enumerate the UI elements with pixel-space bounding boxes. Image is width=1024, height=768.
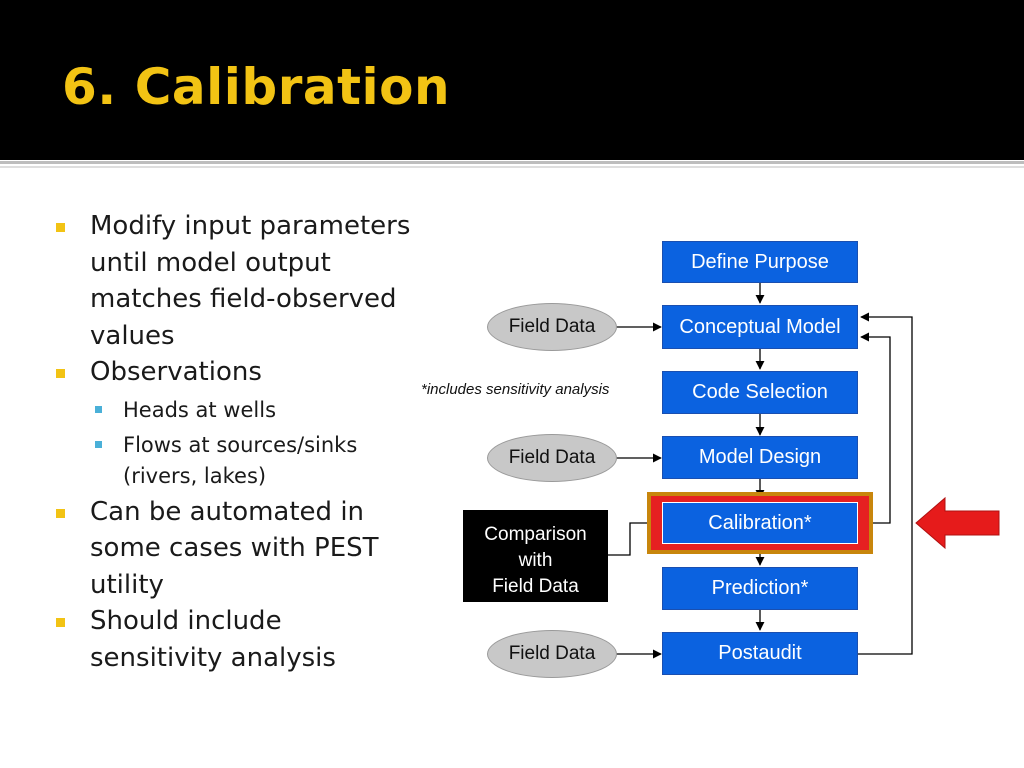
feedback-line xyxy=(858,332,891,524)
step-conceptual-model: Conceptual Model xyxy=(662,305,858,349)
sub-bullet-item: Flows at sources/sinks (rivers, lakes) xyxy=(56,430,416,492)
divider-line-thin xyxy=(0,166,1024,168)
bullet-square-icon xyxy=(56,223,65,232)
step-prediction: Prediction* xyxy=(662,567,858,610)
step-define-purpose: Define Purpose xyxy=(662,241,858,283)
bullet-text: Can be automated in some cases with PEST… xyxy=(90,496,379,600)
field-data-oval: Field Data xyxy=(487,434,617,482)
feedback-line xyxy=(858,312,913,655)
comparison-box: Comparison with Field Data xyxy=(463,510,608,602)
bullet-item: Modify input parameters until model outp… xyxy=(56,208,416,354)
field-data-oval: Field Data xyxy=(487,303,617,351)
flowchart-connectors xyxy=(608,283,1000,659)
bullet-square-icon xyxy=(56,369,65,378)
bullet-text: Modify input parameters until model outp… xyxy=(90,211,411,351)
slide-title: 6. Calibration xyxy=(62,58,451,116)
sub-bullet-item: Heads at wells xyxy=(56,395,416,426)
modeling-flowchart: Define Purpose Conceptual Model Code Sel… xyxy=(415,230,1005,690)
comparison-line: Comparison xyxy=(484,524,587,545)
bullet-text: Should include sensitivity analysis xyxy=(90,606,336,673)
divider-line xyxy=(0,161,1024,164)
bullet-text: Observations xyxy=(90,357,262,387)
bullet-square-icon xyxy=(56,508,65,518)
sub-bullet-square-icon xyxy=(95,405,102,413)
bullet-item: Can be automated in some cases with PEST… xyxy=(56,494,416,604)
red-pointer-arrow-icon xyxy=(915,496,1000,550)
comparison-line: with xyxy=(518,550,553,571)
sub-bullet-text: Heads at wells xyxy=(123,397,277,422)
title-bar: 6. Calibration xyxy=(0,0,1024,160)
comparison-line: Field Data xyxy=(492,576,579,597)
sub-bullet-square-icon xyxy=(95,440,102,448)
step-calibration: Calibration* xyxy=(662,502,858,544)
step-code-selection: Code Selection xyxy=(662,371,858,414)
bullet-item: Observations xyxy=(56,354,416,391)
field-data-oval: Field Data xyxy=(487,630,617,678)
sensitivity-note: *includes sensitivity analysis xyxy=(421,381,610,398)
bullet-item: Should include sensitivity analysis xyxy=(56,603,416,676)
step-model-design: Model Design xyxy=(662,436,858,479)
step-postaudit: Postaudit xyxy=(662,632,858,675)
bullet-square-icon xyxy=(56,618,65,627)
bullet-list: Modify input parameters until model outp… xyxy=(56,208,416,676)
sub-bullet-text: Flows at sources/sinks (rivers, lakes) xyxy=(123,432,358,488)
connector-line xyxy=(608,518,662,556)
